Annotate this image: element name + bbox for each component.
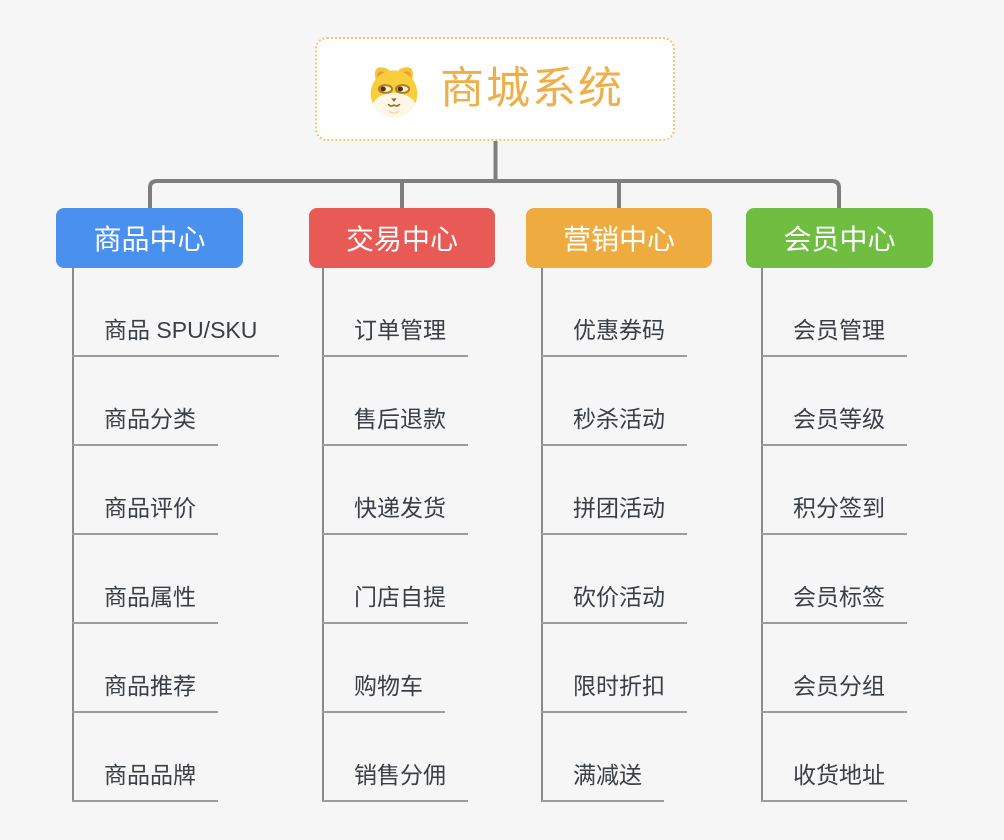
trunk-line <box>322 268 324 802</box>
leaf-topic[interactable]: 限时折扣 <box>541 669 687 713</box>
leaf-topic[interactable]: 优惠券码 <box>541 313 687 357</box>
branch-label: 商品中心 <box>93 224 206 255</box>
trunk-line <box>72 268 74 802</box>
leaf-topic[interactable]: 商品分类 <box>72 402 218 446</box>
branch-label: 营销中心 <box>562 224 675 255</box>
leaf-topic[interactable]: 会员等级 <box>761 402 907 446</box>
leaf-topic[interactable]: 砍价活动 <box>541 580 687 624</box>
branch-marketing-center[interactable]: 营销中心 <box>526 208 712 268</box>
leaf-topic[interactable]: 订单管理 <box>322 313 468 357</box>
trunk-line <box>541 268 543 802</box>
branch-trade-center[interactable]: 交易中心 <box>309 208 495 268</box>
dog-face-icon <box>370 67 418 117</box>
leaf-topic[interactable]: 会员管理 <box>761 313 907 357</box>
branch-member-center[interactable]: 会员中心 <box>746 208 933 268</box>
leaf-topic[interactable]: 商品推荐 <box>72 669 218 713</box>
branch-product-center[interactable]: 商品中心 <box>56 208 243 268</box>
root-topic-title: 商城系统 <box>440 64 624 113</box>
leaf-topic[interactable]: 购物车 <box>322 669 445 713</box>
leaf-topic[interactable]: 收货地址 <box>761 758 907 802</box>
leaf-topic[interactable]: 商品属性 <box>72 580 218 624</box>
leaf-topic[interactable]: 拼团活动 <box>541 491 687 535</box>
leaf-topic[interactable]: 商品品牌 <box>72 758 218 802</box>
root-topic[interactable]: 商城系统 <box>315 37 675 141</box>
trunk-line <box>761 268 763 802</box>
leaf-topic[interactable]: 门店自提 <box>322 580 468 624</box>
leaf-topic[interactable]: 积分签到 <box>761 491 907 535</box>
branch-label: 会员中心 <box>783 224 896 255</box>
leaf-topic[interactable]: 销售分佣 <box>322 758 468 802</box>
leaf-topic[interactable]: 会员分组 <box>761 669 907 713</box>
leaf-topic[interactable]: 会员标签 <box>761 580 907 624</box>
leaf-topic[interactable]: 快递发货 <box>322 491 468 535</box>
leaf-topic[interactable]: 商品 SPU/SKU <box>72 313 280 357</box>
branch-bus-line <box>148 179 841 210</box>
leaf-topic[interactable]: 商品评价 <box>72 491 218 535</box>
leaf-topic[interactable]: 售后退款 <box>322 402 468 446</box>
leaf-topic[interactable]: 满减送 <box>541 758 664 802</box>
branch-label: 交易中心 <box>345 224 458 255</box>
leaf-topic[interactable]: 秒杀活动 <box>541 402 687 446</box>
